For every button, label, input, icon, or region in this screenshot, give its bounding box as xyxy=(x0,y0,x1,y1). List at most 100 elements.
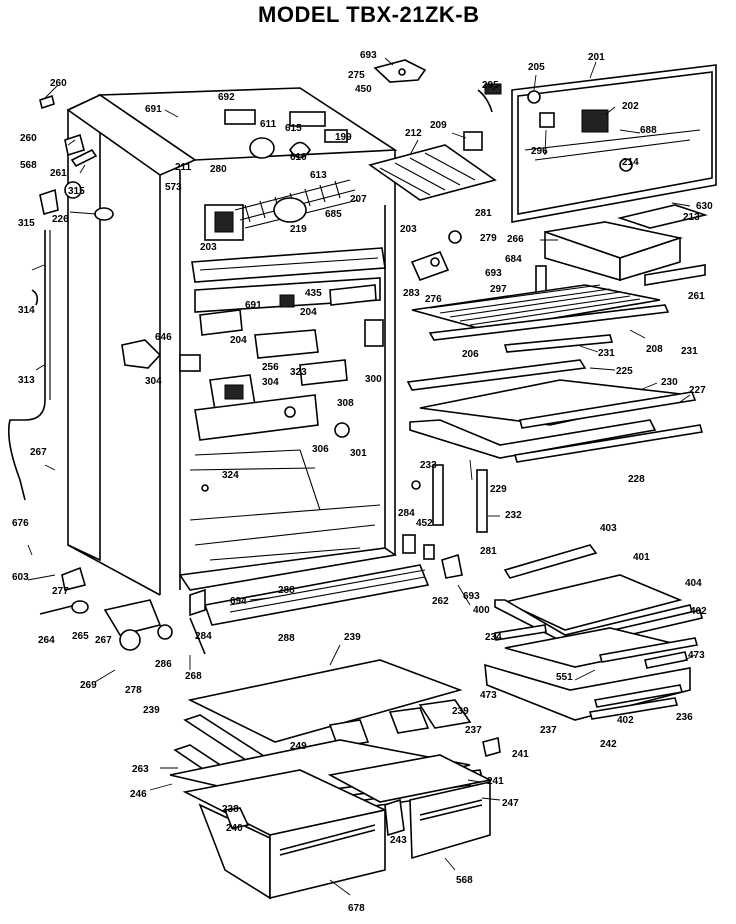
part-number-label: 313 xyxy=(18,375,35,386)
part-number-label: 263 xyxy=(132,764,149,775)
part-number-label: 279 xyxy=(480,233,497,244)
part-number-label: 201 xyxy=(588,52,605,63)
part-number-label: 243 xyxy=(390,835,407,846)
part-number-label: 306 xyxy=(312,444,329,455)
part-number-label: 267 xyxy=(95,635,112,646)
part-number-label: 284 xyxy=(195,631,212,642)
part-number-label: 232 xyxy=(505,510,522,521)
part-number-label: 288 xyxy=(278,633,295,644)
part-number-label: 450 xyxy=(355,84,372,95)
part-number-label: 204 xyxy=(230,335,247,346)
part-number-label: 603 xyxy=(12,572,29,583)
part-number-label: 692 xyxy=(218,92,235,103)
part-number-label: 435 xyxy=(305,288,322,299)
part-number-label: 646 xyxy=(155,332,172,343)
part-number-label: 246 xyxy=(130,789,147,800)
part-number-label: 551 xyxy=(556,672,573,683)
part-number-label: 203 xyxy=(200,242,217,253)
part-number-label: 207 xyxy=(350,194,367,205)
part-number-label: 261 xyxy=(50,168,67,179)
part-number-label: 240 xyxy=(226,823,243,834)
part-number-label: 630 xyxy=(696,201,713,212)
part-number-label: 276 xyxy=(425,294,442,305)
part-number-label: 262 xyxy=(432,596,449,607)
part-number-label: 304 xyxy=(145,376,162,387)
part-number-label: 238 xyxy=(222,804,239,815)
part-number-label: 297 xyxy=(490,284,507,295)
part-number-label: 610 xyxy=(290,152,307,163)
part-number-label: 402 xyxy=(690,606,707,617)
part-number-label: 295 xyxy=(482,80,499,91)
part-number-label: 280 xyxy=(210,164,227,175)
part-number-label: 239 xyxy=(344,632,361,643)
part-number-label: 261 xyxy=(688,291,705,302)
part-number-label: 269 xyxy=(80,680,97,691)
part-number-label: 260 xyxy=(20,133,37,144)
part-number-label: 241 xyxy=(487,776,504,787)
part-number-label: 227 xyxy=(689,385,706,396)
part-number-label: 693 xyxy=(463,591,480,602)
part-number-label: 693 xyxy=(360,50,377,61)
part-number-label: 473 xyxy=(688,650,705,661)
part-number-label: 684 xyxy=(505,254,522,265)
part-number-label: 208 xyxy=(646,344,663,355)
part-number-label: 202 xyxy=(622,101,639,112)
part-number-label: 237 xyxy=(465,725,482,736)
part-number-label: 324 xyxy=(222,470,239,481)
part-number-label: 264 xyxy=(38,635,55,646)
part-number-label: 676 xyxy=(12,518,29,529)
part-number-label: 233 xyxy=(420,460,437,471)
part-number-label: 688 xyxy=(640,125,657,136)
part-number-label: 286 xyxy=(155,659,172,670)
part-number-label: 268 xyxy=(185,671,202,682)
part-number-label: 247 xyxy=(502,798,519,809)
part-number-label: 211 xyxy=(175,162,192,173)
leader-lines xyxy=(27,57,696,896)
part-number-label: 283 xyxy=(403,288,420,299)
part-number-label: 205 xyxy=(528,62,545,73)
part-number-label: 226 xyxy=(52,214,69,225)
part-number-label: 239 xyxy=(143,705,160,716)
part-number-label: 203 xyxy=(400,224,417,235)
shelves xyxy=(402,284,704,721)
model-title: MODEL TBX-21ZK-B xyxy=(258,2,480,27)
part-number-label: 281 xyxy=(475,208,492,219)
part-number-label: 277 xyxy=(52,586,69,597)
part-number-label: 473 xyxy=(480,690,497,701)
part-number-label: 228 xyxy=(628,474,645,485)
part-number-label: 304 xyxy=(262,377,279,388)
part-number-label: 452 xyxy=(416,518,433,529)
part-number-label: 568 xyxy=(20,160,37,171)
part-number-label: 694 xyxy=(230,596,247,607)
part-number-label: 256 xyxy=(262,362,279,373)
part-number-label: 266 xyxy=(507,234,524,245)
part-number-label: 204 xyxy=(300,307,317,318)
part-number-label: 573 xyxy=(165,182,182,193)
part-number-label: 231 xyxy=(598,348,615,359)
part-number-label: 315 xyxy=(18,218,35,229)
part-number-label: 284 xyxy=(398,508,415,519)
part-number-label: 615 xyxy=(285,123,302,134)
part-number-label: 568 xyxy=(456,875,473,886)
part-number-label: 230 xyxy=(661,377,678,388)
part-number-label: 242 xyxy=(600,739,617,750)
part-number-label: 288 xyxy=(278,585,295,596)
part-number-label: 693 xyxy=(485,268,502,279)
part-number-label: 231 xyxy=(681,346,698,357)
part-number-label: 212 xyxy=(405,128,422,139)
part-number-label: 685 xyxy=(325,209,342,220)
part-number-label: 281 xyxy=(480,546,497,557)
part-number-label: 403 xyxy=(600,523,617,534)
part-number-label: 613 xyxy=(310,170,327,181)
part-number-label: 267 xyxy=(30,447,47,458)
part-number-label: 229 xyxy=(490,484,507,495)
part-number-label: 219 xyxy=(290,224,307,235)
part-number-label: 206 xyxy=(462,349,479,360)
part-number-label: 678 xyxy=(348,903,365,914)
part-number-label: 691 xyxy=(245,300,262,311)
part-number-label: 314 xyxy=(18,305,35,316)
part-number-label: 315 xyxy=(68,186,85,197)
